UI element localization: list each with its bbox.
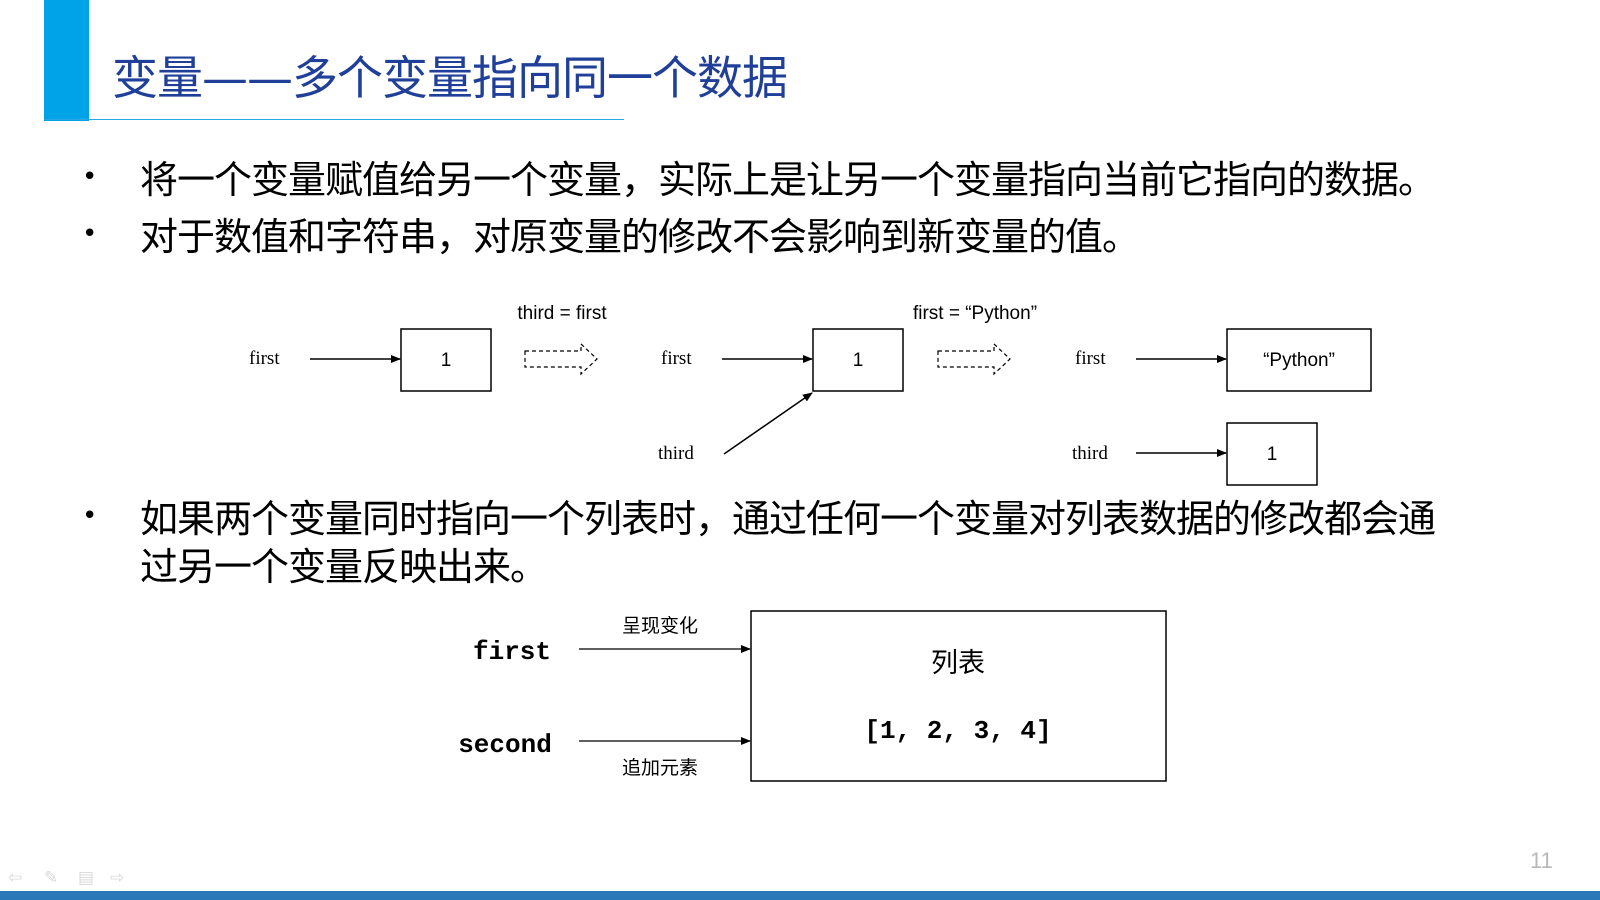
value-python: “Python” bbox=[1263, 350, 1335, 371]
arrow-left-icon[interactable]: ⇦ bbox=[8, 868, 23, 888]
diagram-shared-list: first second 呈现变化 追加元素 列表 [1, 2, 3, 4] bbox=[458, 610, 1167, 782]
list-box-value: [1, 2, 3, 4] bbox=[864, 716, 1051, 746]
var-label-first: first bbox=[473, 637, 551, 667]
step1-caption: third = first bbox=[517, 303, 607, 324]
value-one: 1 bbox=[441, 350, 452, 371]
var-label-third: third bbox=[658, 443, 694, 464]
var-label-first: first bbox=[1075, 348, 1106, 369]
bullet-marker: • bbox=[82, 162, 98, 192]
list-box-title: 列表 bbox=[931, 648, 985, 678]
transition-arrow bbox=[937, 342, 1011, 376]
caption-append-element: 追加元素 bbox=[622, 757, 698, 779]
pointer-arrow bbox=[723, 392, 813, 455]
bullet-marker: • bbox=[82, 219, 98, 249]
value-box bbox=[1226, 328, 1372, 392]
value-box bbox=[1226, 422, 1318, 486]
arrow-right-icon[interactable]: ⇨ bbox=[110, 868, 125, 888]
value-box bbox=[812, 328, 904, 392]
menu-icon[interactable]: ▤ bbox=[78, 868, 95, 888]
footer-bar bbox=[0, 891, 1600, 900]
var-label-third: third bbox=[1072, 443, 1108, 464]
page-number: 11 bbox=[1530, 848, 1553, 873]
var-label-second: second bbox=[458, 730, 552, 760]
caption-reflect-change: 呈现变化 bbox=[622, 615, 698, 637]
bullet-3: 如果两个变量同时指向一个列表时，通过任何一个变量对列表数据的修改都会通 bbox=[140, 497, 1436, 541]
step2-caption: first = “Python” bbox=[913, 303, 1037, 324]
value-one: 1 bbox=[1267, 444, 1278, 465]
value-box bbox=[400, 328, 492, 392]
title-accent-bar bbox=[44, 0, 89, 121]
var-label-first: first bbox=[249, 348, 280, 369]
bullet-marker: • bbox=[82, 501, 98, 531]
pen-icon[interactable]: ✎ bbox=[44, 868, 59, 888]
bullet-3-continued: 过另一个变量反映出来。 bbox=[140, 545, 548, 589]
bullet-2: 对于数值和字符串，对原变量的修改不会影响到新变量的值。 bbox=[140, 215, 1140, 259]
transition-arrow bbox=[524, 342, 598, 376]
bullet-1: 将一个变量赋值给另一个变量，实际上是让另一个变量指向当前它指向的数据。 bbox=[140, 158, 1436, 202]
title-underline bbox=[44, 119, 624, 120]
diagram-numbers-strings: third = first first = “Python” first 1 f… bbox=[249, 303, 1372, 486]
list-box bbox=[750, 610, 1167, 782]
var-label-first: first bbox=[661, 348, 692, 369]
slide-title: 变量——多个变量指向同一个数据 bbox=[112, 51, 788, 105]
value-one: 1 bbox=[853, 350, 864, 371]
